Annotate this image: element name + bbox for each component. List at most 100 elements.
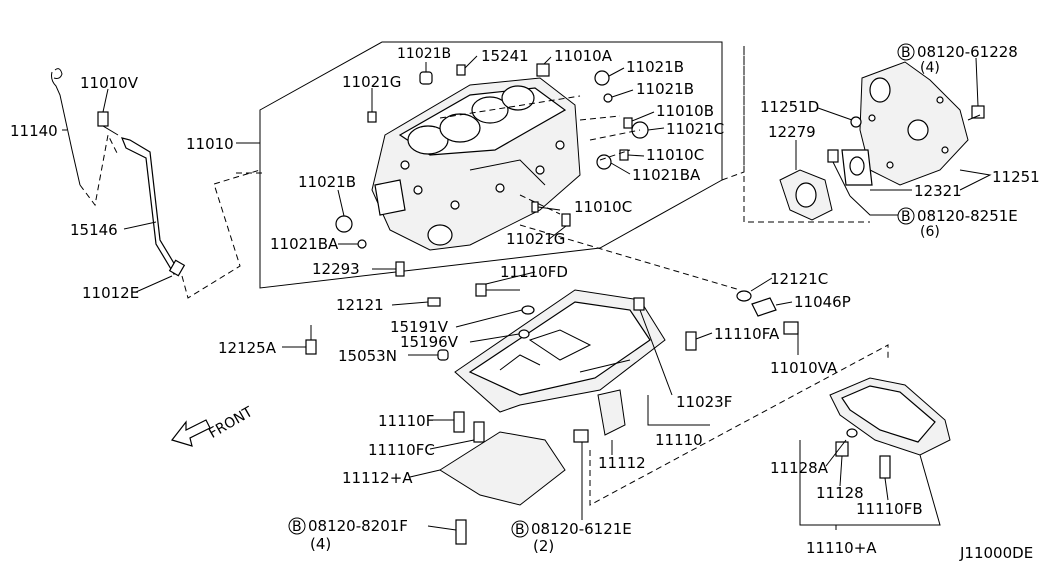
leader-11128 bbox=[839, 455, 843, 487]
bolt-08120-6121e bbox=[573, 429, 589, 443]
b-circle-icon bbox=[897, 207, 915, 225]
leader-11110fc bbox=[429, 439, 475, 450]
label-11128a: 11128A bbox=[770, 459, 829, 477]
gauge-handle bbox=[53, 68, 63, 79]
leader-15191v bbox=[455, 309, 523, 328]
front-direction-indicator: FRONT bbox=[170, 404, 256, 447]
b-circle-icon bbox=[511, 520, 529, 538]
leader-11010c-r bbox=[627, 154, 645, 157]
block-rib bbox=[469, 159, 546, 186]
leader-11012e bbox=[135, 275, 173, 293]
leader-11010v bbox=[102, 88, 109, 113]
label-08120-8251e: 08120-8251E bbox=[917, 207, 1018, 225]
leader-11046p bbox=[775, 301, 793, 306]
label-11112a: 11112+A bbox=[342, 469, 413, 487]
frame-dash-right bbox=[721, 46, 745, 181]
label-11023f: 11023F bbox=[676, 393, 732, 411]
lower-leaders bbox=[282, 224, 889, 531]
dowel-11251d bbox=[850, 116, 862, 128]
bolt-11110fa bbox=[685, 331, 697, 351]
rear-plate-bolt-b bbox=[936, 96, 944, 104]
pin-11010b bbox=[623, 117, 633, 129]
label-11110: 11110 bbox=[655, 431, 703, 449]
seal-15191v bbox=[521, 305, 535, 315]
block-bolt-hole-f bbox=[555, 140, 565, 150]
lower-pan-leaders bbox=[799, 439, 941, 530]
leader-12121c bbox=[750, 277, 773, 292]
block-leaders bbox=[337, 55, 665, 270]
label-15196v: 15196V bbox=[400, 333, 459, 351]
gasket-dash-link bbox=[519, 224, 741, 291]
upper-oil-pan bbox=[454, 289, 666, 413]
leader-08120-61228 bbox=[975, 57, 979, 107]
dipstick-guide-tube bbox=[121, 137, 179, 275]
plug-15053n bbox=[437, 349, 449, 361]
callout-08120-61228: B 08120-61228 (4) bbox=[897, 43, 1018, 76]
lower-oil-pan bbox=[829, 377, 951, 479]
bolt-11110f bbox=[453, 411, 465, 433]
rear-group-dash bbox=[743, 46, 870, 223]
bolt-08120-8201f bbox=[455, 519, 467, 545]
front-arrow-icon bbox=[170, 419, 211, 447]
b-symbol: B bbox=[515, 522, 525, 538]
leader-15196v bbox=[469, 333, 520, 343]
pin-11021g-top bbox=[367, 111, 377, 123]
leader-11128a bbox=[825, 439, 847, 467]
label-12293: 12293 bbox=[312, 260, 360, 278]
label-11021ba-left: 11021BA bbox=[270, 235, 339, 253]
lower-pan-dash-frame bbox=[589, 344, 889, 506]
guide-tube-dash-link bbox=[181, 169, 261, 299]
cylinder-bore-4 bbox=[501, 85, 535, 111]
label-12121: 12121 bbox=[336, 296, 384, 314]
label-11010v: 11010V bbox=[80, 74, 139, 92]
label-11021b-top: 11021B bbox=[397, 46, 451, 62]
block-bolt-hole-b bbox=[413, 185, 423, 195]
plug-11021ba-left bbox=[357, 239, 367, 249]
label-11110fa: 11110FA bbox=[714, 325, 780, 343]
qty-08120-6121e: (2) bbox=[533, 537, 554, 555]
leader-11021b-left bbox=[337, 189, 345, 217]
dipstick-bolt-shaft bbox=[102, 125, 119, 136]
leader-11021c bbox=[647, 127, 665, 131]
label-11140: 11140 bbox=[10, 122, 58, 140]
leader-11023f bbox=[639, 309, 673, 396]
oil-pan-upper-inner bbox=[468, 301, 651, 396]
oil-pan-baffle-b bbox=[499, 354, 541, 371]
plug-11010a bbox=[536, 63, 550, 77]
front-label: FRONT bbox=[206, 404, 256, 442]
strainer-11112 bbox=[597, 389, 626, 436]
rear-plate-hole-a bbox=[869, 77, 891, 103]
plug-11021b-r2 bbox=[603, 93, 613, 103]
label-11110fc: 11110FC bbox=[368, 441, 435, 459]
plug-11021b-left bbox=[335, 215, 353, 233]
leader-11110fb bbox=[884, 477, 889, 501]
label-11251d: 11251D bbox=[760, 98, 819, 116]
b-symbol: B bbox=[901, 209, 911, 225]
leader-11010a bbox=[543, 56, 552, 65]
label-15146: 15146 bbox=[70, 221, 118, 239]
leader-11251d bbox=[817, 107, 853, 121]
label-08120-8201f: 08120-8201F bbox=[308, 517, 408, 535]
label-11112: 11112 bbox=[598, 454, 646, 472]
label-11046p: 11046P bbox=[794, 293, 851, 311]
diagram-code: J11000DE bbox=[959, 544, 1033, 562]
label-15191v: 15191V bbox=[390, 318, 449, 336]
gauge-dash-link bbox=[79, 133, 119, 207]
leader-08120-8251e bbox=[849, 195, 898, 216]
callout-08120-8251e: B 08120-8251E (6) bbox=[897, 207, 1018, 240]
plug-11021b-r1 bbox=[594, 70, 610, 86]
leader-11021b-r2 bbox=[611, 89, 634, 98]
label-11012e: 11012E bbox=[82, 284, 139, 302]
bolt-08120-8251e-shaft bbox=[832, 161, 851, 197]
leader-11110fa bbox=[695, 332, 713, 340]
leader-11021g-b bbox=[547, 225, 567, 241]
leader-12121 bbox=[391, 301, 429, 306]
dipstick-assembly bbox=[51, 68, 261, 299]
block-bolt-hole-a bbox=[400, 160, 410, 170]
rear-leaders bbox=[795, 57, 992, 216]
block-bolt-hole-e bbox=[535, 165, 545, 175]
label-11010b: 11010B bbox=[656, 102, 714, 120]
callout-08120-6121e: B 08120-6121E (2) bbox=[511, 520, 632, 555]
qty-08120-8251e: (6) bbox=[920, 224, 940, 240]
